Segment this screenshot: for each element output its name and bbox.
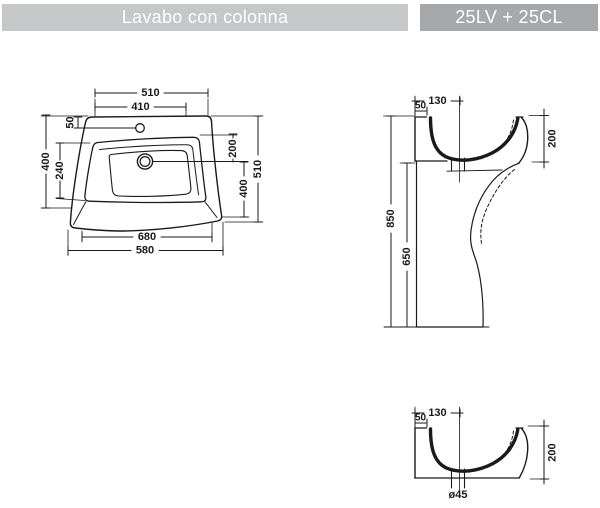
dim-label-depth-left: 400	[40, 152, 52, 170]
dim-label-pedestal-height: 650	[401, 247, 413, 265]
bowl-wall	[428, 116, 520, 162]
dim-drain-from-back	[199, 133, 238, 163]
dim-drain-to-front	[221, 161, 250, 218]
dim-label-drain-offset: 130	[428, 95, 446, 107]
dim-label-total-height: 850	[385, 209, 397, 227]
header-title-bar: Lavabo con colonna	[2, 4, 408, 31]
pedestal-hidden-edge-dashed	[480, 169, 515, 246]
dim-width-bowl	[81, 222, 213, 243]
dim-width-bottom	[67, 221, 224, 256]
bowl-rim-inner-line	[99, 144, 200, 196]
bowl-recess-outline	[84, 136, 207, 204]
dim-label-width-bottom: 580	[136, 245, 154, 257]
dim-label-width-top: 510	[141, 87, 159, 99]
dim-label-width-bowl: 680	[138, 231, 156, 243]
side-view-pedestal-drawing	[383, 95, 550, 328]
hidden-edge-dashed	[498, 119, 514, 149]
dim-depth-left	[40, 114, 89, 209]
dim-width-faucet	[94, 102, 187, 117]
basin-right-edge	[517, 116, 529, 165]
dim-label-basin-height: 200	[547, 129, 559, 147]
dim-label-drain-to-front: 400	[238, 179, 250, 197]
basin-right-edge	[518, 427, 529, 479]
dim-pedestal-height	[399, 162, 416, 328]
dim-label-bowl-depth: 240	[54, 161, 66, 179]
dim-rim-width	[414, 106, 428, 116]
dim-label-drain-offset: 130	[428, 407, 446, 419]
dim-label-width-faucet: 410	[131, 101, 149, 113]
bowl-bottom-outline	[108, 149, 192, 197]
dim-basin-height	[527, 419, 550, 485]
hidden-edge-dashed	[498, 430, 514, 460]
dim-label-basin-height: 200	[547, 443, 559, 461]
drain-hole-inner	[139, 156, 151, 168]
header-code-bar: 25LV + 25CL	[420, 4, 598, 31]
dim-bowl-depth	[55, 142, 91, 201]
drain-stub	[450, 468, 466, 489]
basin-outline	[69, 115, 223, 232]
dim-label-drain-from-back: 200	[227, 139, 239, 157]
dim-label-rim-width: 50	[415, 413, 427, 424]
dim-depth-right	[210, 115, 264, 223]
corner-edge-lines	[73, 201, 218, 225]
dim-rim-width	[414, 418, 428, 428]
product-code: 25LV + 25CL	[455, 7, 563, 27]
dim-label-rim-width: 50	[415, 101, 427, 112]
plan-view-drawing	[40, 88, 264, 256]
dim-label-depth-right: 510	[252, 160, 264, 178]
side-view-basin-drawing	[411, 406, 550, 492]
dim-label-offset-back: 50	[65, 116, 77, 128]
page-title: Lavabo con colonna	[121, 7, 289, 27]
faucet-hole	[135, 123, 145, 133]
drain-stub	[450, 157, 466, 172]
pedestal-outline	[415, 160, 520, 328]
pedestal-top-line	[446, 169, 503, 172]
dim-offset-back	[73, 116, 83, 129]
dim-label-drain-diameter: ø45	[449, 489, 468, 501]
dim-total-height	[383, 115, 415, 328]
bowl-wall	[428, 427, 520, 473]
dim-basin-height	[528, 108, 550, 169]
